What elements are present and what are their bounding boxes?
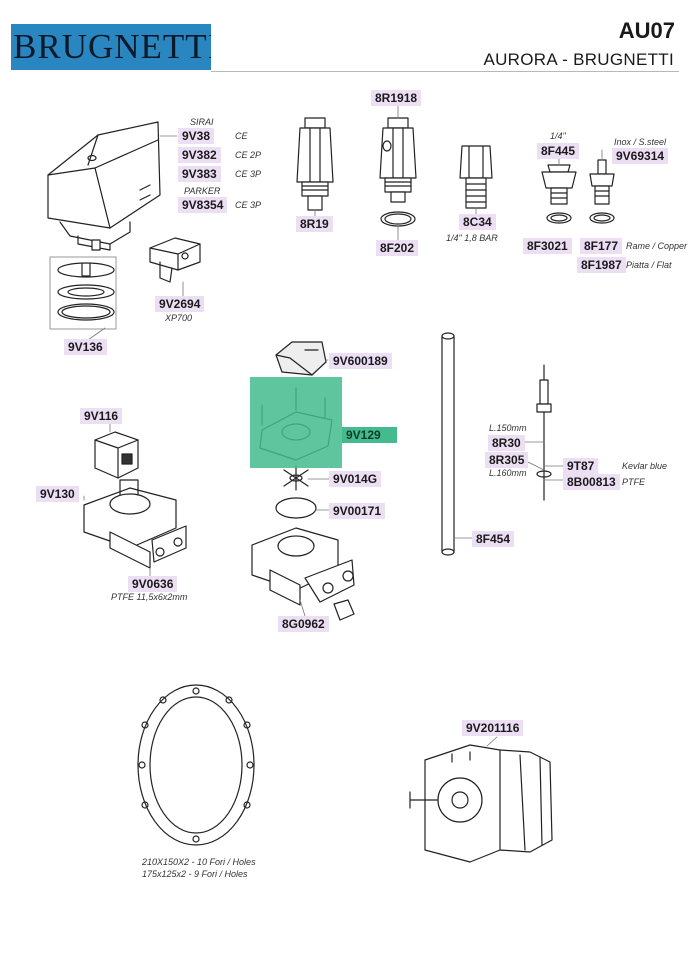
brand-logo: BRUGNETTI (11, 24, 211, 70)
part-label-8f445[interactable]: 8F445 (537, 143, 580, 159)
note-ptfe-tube: PTFE 11,5x6x2mm (111, 592, 188, 602)
part-label-9v38[interactable]: 9V38 (178, 128, 215, 144)
valve-8r19-drawing (296, 117, 334, 211)
note-gasket-9: 175x125x2 - 9 Fori / Holes (142, 869, 248, 879)
note-parker: PARKER (184, 186, 221, 196)
rotary-pump-drawing (409, 744, 553, 863)
part-label-9v8354[interactable]: 9V8354 (178, 197, 228, 213)
fitting-8c34-drawing (459, 145, 493, 209)
part-label-8f202[interactable]: 8F202 (376, 240, 419, 256)
note-inox: Inox / S.steel (614, 137, 667, 147)
part-label-9t87[interactable]: 9T87 (563, 458, 599, 474)
part-label-9v382[interactable]: 9V382 (178, 147, 221, 163)
part-label-9v130[interactable]: 9V130 (36, 486, 79, 502)
note-xp700: XP700 (165, 313, 193, 323)
probe-9t87-drawing (536, 364, 552, 501)
note-kevlar: Kevlar blue (622, 461, 668, 471)
model-code: AU07 (618, 18, 675, 43)
pump-body-left-drawing (83, 479, 187, 569)
part-label-9v600189[interactable]: 9V600189 (329, 353, 392, 369)
part-label-8f454[interactable]: 8F454 (472, 531, 515, 547)
note-ce-3p: CE 3P (235, 169, 262, 179)
note-ptfe: PTFE (622, 477, 646, 487)
part-label-8f1987[interactable]: 8F1987 (577, 257, 626, 273)
part-label-9v129[interactable]: 9V129 (342, 427, 397, 443)
part-label-9v383[interactable]: 9V383 (178, 166, 221, 182)
part-label-8c34[interactable]: 8C34 (459, 214, 496, 230)
part-label-9v2694[interactable]: 9V2694 (155, 296, 205, 312)
part-label-8r1918[interactable]: 8R1918 (371, 90, 422, 106)
note-piatta: Piatta / Flat (626, 260, 672, 270)
tube-8f454-drawing (441, 332, 455, 556)
washer-8f3021-drawing (546, 212, 572, 224)
fitting-8f445-drawing (541, 164, 577, 205)
note-ce-3p-parker: CE 3P (235, 200, 262, 210)
note-ce-2p: CE 2P (235, 150, 262, 160)
header-divider (211, 71, 679, 72)
note-quarter-inch: 1/4" (550, 131, 566, 141)
part-label-8f3021[interactable]: 8F3021 (523, 238, 572, 254)
part-label-8r19[interactable]: 8R19 (296, 216, 333, 232)
pressure-switch-drawing (47, 121, 161, 251)
part-label-8f177[interactable]: 8F177 (580, 238, 623, 254)
part-label-9v116[interactable]: 9V116 (80, 408, 123, 424)
part-label-8g0962[interactable]: 8G0962 (278, 616, 329, 632)
diaphragm-kit-drawing (57, 262, 115, 321)
part-label-9v0636[interactable]: 9V0636 (128, 576, 178, 592)
part-label-9v69314[interactable]: 9V69314 (612, 148, 669, 164)
part-label-8b00813[interactable]: 8B00813 (563, 474, 620, 490)
note-sirai: SIRAI (190, 117, 214, 127)
part-label-9v014g[interactable]: 9V014G (329, 471, 382, 487)
gasket-drawing (137, 684, 255, 846)
model-subtitle: AURORA - BRUGNETTI (483, 50, 674, 69)
pump-body-center-drawing (251, 527, 355, 606)
mini-pressure-switch-drawing (149, 237, 201, 283)
note-l150: L.150mm (489, 423, 527, 433)
o-ring-9v00171-drawing (275, 497, 317, 519)
washer-8f177-drawing (589, 212, 615, 224)
note-gasket-10: 210X150X2 - 10 Fori / Holes (142, 857, 256, 867)
note-rame: Rame / Copper (626, 241, 688, 251)
part-label-8r30[interactable]: 8R30 (488, 435, 525, 451)
fitting-9v69314-drawing (589, 159, 615, 205)
impeller-9v014g-drawing (283, 465, 309, 491)
highlighted-part-9v129 (250, 377, 342, 468)
note-l160: L.160mm (489, 468, 527, 478)
solenoid-coil-drawing (94, 431, 139, 479)
fitting-8g0962-drawing (333, 599, 355, 621)
cap-9v600189-drawing (275, 341, 327, 376)
part-label-9v136[interactable]: 9V136 (64, 339, 107, 355)
note-bar: 1/4" 1,8 BAR (446, 233, 498, 243)
part-label-9v00171[interactable]: 9V00171 (329, 503, 386, 519)
part-label-8r305[interactable]: 8R305 (485, 452, 529, 468)
part-label-9v201116[interactable]: 9V201116 (462, 720, 524, 736)
note-ce: CE (235, 131, 248, 141)
valve-8r1918-drawing (379, 117, 417, 203)
